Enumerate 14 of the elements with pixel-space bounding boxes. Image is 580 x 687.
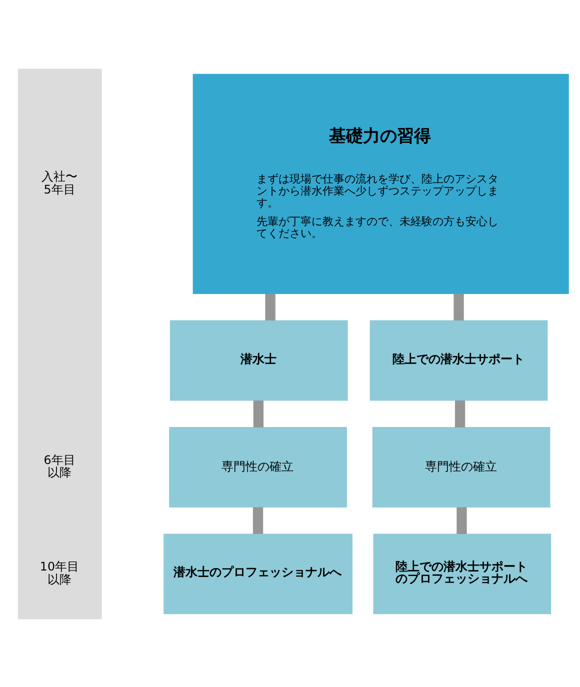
connector — [454, 293, 464, 320]
connector — [456, 506, 467, 534]
node-box: 潜水士 — [170, 320, 348, 400]
node-box: 基礎力の習得 まずは現場で仕事の流れを学び、陸上のアシスタントから潜水作業へ少しずつステップアップします。 先輩が丁寧に教えますので、未経験の方も安心してください。 — [192, 73, 569, 294]
connector — [253, 400, 264, 427]
connector — [265, 293, 276, 320]
node-box: 専門性の確立 — [169, 426, 347, 507]
connector — [252, 506, 264, 534]
node-box: 入社〜5年目 6年目以降 10年目以降 — [18, 68, 102, 619]
node-box: 潜水士のプロフェッショナルへ — [164, 533, 352, 614]
node-box: 専門性の確立 — [372, 426, 550, 507]
node-box: 陸上での潜水士サポートのプロフェッショナルへ — [373, 533, 552, 614]
node-box: 陸上での潜水士サポート — [370, 320, 548, 400]
connector — [454, 400, 466, 427]
